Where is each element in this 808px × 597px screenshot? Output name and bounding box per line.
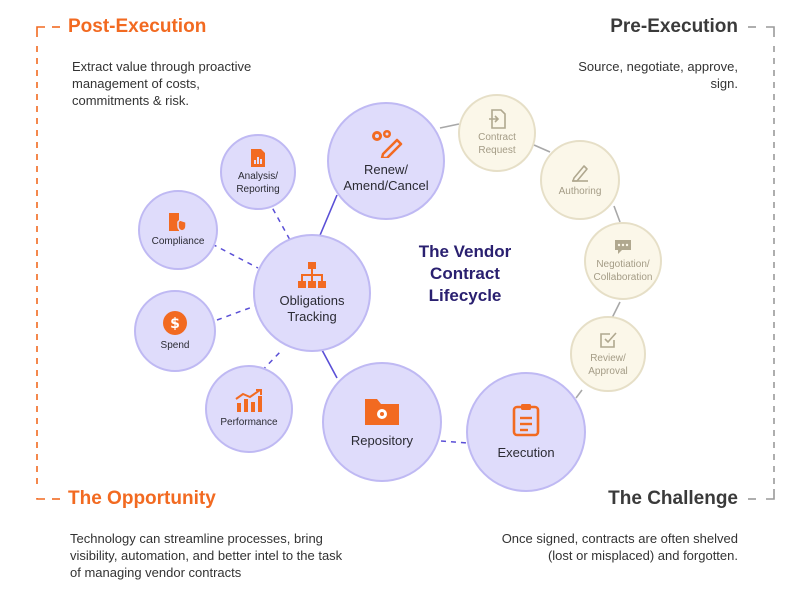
execution-node[interactable]: Execution [466, 372, 586, 492]
obligations-node-label: Obligations Tracking [279, 292, 345, 324]
checkbox-icon [598, 330, 618, 350]
compliance-node[interactable]: Compliance [138, 190, 218, 270]
challenge-heading: The Challenge [608, 488, 738, 509]
performance-node[interactable]: Performance [205, 365, 293, 453]
renew-amend-cancel-node[interactable]: Renew/ Amend/Cancel [327, 102, 445, 220]
file-import-icon [488, 109, 506, 129]
analysis-reporting-node[interactable]: Analysis/ Reporting [220, 134, 296, 210]
pencil-edit-icon [570, 162, 590, 182]
challenge-description: Once signed, contracts are often shelved… [501, 531, 738, 563]
post-execution-description: Extract value through proactive manageme… [72, 59, 252, 108]
pre-execution-description: Source, negotiate, approve, sign. [578, 59, 738, 91]
repository-node-label: Repository [350, 432, 414, 448]
pre-execution-bracket [748, 26, 775, 500]
folder-gear-icon [363, 395, 401, 427]
authoring-node[interactable]: Authoring [540, 140, 620, 220]
org-chart-icon [297, 261, 327, 289]
analysis-node-label: Analysis/ Reporting [236, 171, 280, 195]
post-execution-heading: Post-Execution [68, 16, 207, 37]
dollar-coin-icon: $ [162, 310, 188, 336]
opportunity-description: Technology can streamline processes, bri… [70, 531, 343, 580]
post-execution-bracket [36, 26, 60, 500]
bar-chart-icon [234, 388, 264, 413]
chat-bubble-icon [613, 238, 633, 256]
review-approval-node[interactable]: Review/ Approval [570, 316, 646, 392]
contract-request-label: Contract Request [478, 132, 516, 156]
gears-pencil-icon [369, 128, 403, 158]
svg-text:$: $ [170, 316, 180, 332]
obligations-tracking-node[interactable]: Obligations Tracking [253, 234, 371, 352]
clipboard-icon [512, 403, 540, 437]
pre-execution-heading: Pre-Execution [610, 16, 738, 37]
center-title: The Vendor Contract Lifecycle [418, 242, 512, 305]
authoring-label: Authoring [558, 185, 602, 197]
performance-node-label: Performance [220, 416, 278, 428]
contract-request-node[interactable]: Contract Request [458, 94, 536, 172]
pre-execution-connectors [439, 123, 621, 399]
negotiation-label: Negotiation/ Collaboration [593, 259, 653, 283]
main-ring-connectors [317, 194, 338, 379]
renew-node-label: Renew/ Amend/Cancel [343, 161, 429, 193]
repository-node[interactable]: Repository [322, 362, 442, 482]
execution-node-label: Execution [497, 444, 555, 460]
spend-node[interactable]: $ Spend [134, 290, 216, 372]
spend-node-label: Spend [160, 339, 190, 351]
review-label: Review/ Approval [588, 353, 628, 377]
report-icon [250, 148, 266, 168]
shield-document-icon [168, 212, 188, 232]
opportunity-heading: The Opportunity [68, 488, 216, 509]
dashed-connectors [211, 199, 468, 444]
negotiation-collaboration-node[interactable]: Negotiation/ Collaboration [584, 222, 662, 300]
compliance-node-label: Compliance [151, 235, 205, 247]
